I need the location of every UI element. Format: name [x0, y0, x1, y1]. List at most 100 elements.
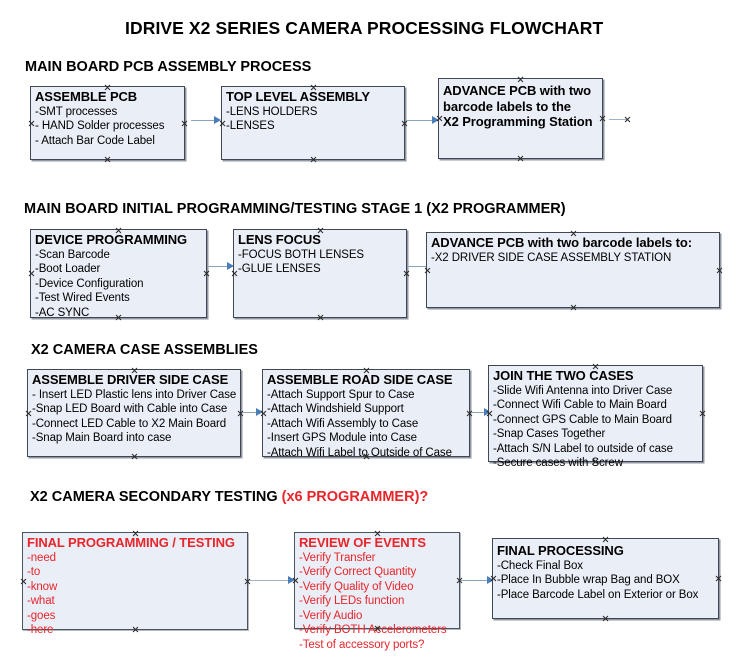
flow-box-title: ASSEMBLE ROAD SIDE CASE: [267, 372, 453, 387]
flow-box-item: - HAND Solder processes: [35, 120, 165, 132]
flow-box-final-processing[interactable]: FINAL PROCESSING -Check Final Box -Place…: [492, 538, 719, 619]
flow-box-title: FINAL PROCESSING: [497, 543, 624, 558]
connection-handle-left[interactable]: [28, 120, 35, 127]
flow-box-item: -Attach Wifi Label to Outside of Case: [267, 446, 452, 459]
flow-box-final-programming-testing[interactable]: FINAL PROGRAMMING / TESTING -need -to -k…: [20, 532, 248, 636]
connection-handle-bottom[interactable]: [317, 314, 324, 321]
connector-arrow: [256, 408, 263, 416]
flow-box-item: - Attach Bar Code Label: [35, 134, 155, 147]
section-heading-x2-camera-case-assemblies: X2 CAMERA CASE ASSEMBLIES: [31, 342, 258, 358]
connection-handle-left[interactable]: [20, 578, 27, 585]
connection-handle-bottom[interactable]: [517, 155, 524, 162]
flow-box-lens-focus[interactable]: LENS FOCUS -FOCUS BOTH LENSES -GLUE LENS…: [233, 229, 407, 318]
flow-box-content: TOP LEVEL ASSEMBLY -LENS HOLDERS -LENSES: [226, 89, 402, 134]
flow-box-item: -Verify Transfer: [299, 551, 376, 564]
connector-line: [461, 580, 490, 581]
connector-arrow: [487, 576, 494, 584]
connection-handle-bottom[interactable]: [570, 304, 577, 311]
flow-box-item: -Slide Wifi Antenna into Driver Case: [493, 384, 673, 397]
section-heading-accent: (x6 PROGRAMMER)?: [281, 489, 429, 505]
connection-handle-left[interactable]: [28, 270, 35, 277]
section-heading-text: X2 CAMERA SECONDARY TESTING: [30, 489, 282, 505]
flow-box-device-programming[interactable]: DEVICE PROGRAMMING -Scan Barcode -Boot L…: [28, 229, 207, 320]
flow-box-item: -Attach S/N Label to outside of case: [493, 442, 673, 455]
flow-box-title: ASSEMBLE PCB: [35, 89, 138, 104]
flow-box-advance-pcb-driver-side-case[interactable]: ADVANCE PCB with two barcode labels to: …: [426, 232, 720, 308]
connection-handle-bottom[interactable]: [310, 156, 317, 163]
section-heading-text: MAIN BOARD PCB ASSEMBLY PROCESS: [25, 59, 312, 75]
flow-box-content: REVIEW OF EVENTS -Verify Transfer -Verif…: [299, 535, 457, 652]
flow-box-title: LENS FOCUS: [238, 232, 321, 247]
flow-box-assemble-driver-side-case[interactable]: ASSEMBLE DRIVER SIDE CASE - Insert LED P…: [27, 369, 241, 457]
section-heading-main-board-initial-programming: MAIN BOARD INITIAL PROGRAMMING/TESTING S…: [24, 201, 566, 217]
flow-box-item: -GLUE LENSES: [238, 263, 321, 275]
connection-handle-top[interactable]: [517, 76, 524, 83]
flow-box-item: -FOCUS BOTH LENSES: [238, 248, 364, 261]
flow-box-item: -LENS HOLDERS: [226, 105, 318, 118]
flow-box-content: FINAL PROCESSING -Check Final Box -Place…: [497, 543, 716, 602]
section-heading-x2-camera-secondary-testing: X2 CAMERA SECONDARY TESTING (x6 PROGRAMM…: [30, 489, 428, 505]
flow-box-item: -need: [27, 551, 56, 564]
flow-box-item: -Attach Support Spur to Case: [267, 388, 415, 401]
flow-box-item: -Snap LED Board with Cable into Case: [32, 403, 228, 415]
connection-handle-bottom[interactable]: [104, 156, 111, 163]
flow-box-item: -LENSES: [226, 120, 275, 132]
flow-box-item: -Device Configuration: [35, 277, 144, 290]
flow-box-content: ADVANCE PCB with two barcode labels to: …: [431, 235, 717, 265]
flow-box-content: FINAL PROGRAMMING / TESTING -need -to -k…: [27, 535, 245, 638]
flow-box-item: -X2 DRIVER SIDE CASE ASSEMBLY STATION: [431, 251, 672, 264]
section-heading-text: X2 CAMERA CASE ASSEMBLIES: [31, 342, 258, 358]
flow-box-item: -Verify Quality of Video: [299, 580, 414, 593]
flow-box-item: -Boot Loader: [35, 263, 101, 275]
connector-line: [208, 266, 230, 267]
connector-arrow: [227, 262, 234, 270]
connection-handle-bottom[interactable]: [602, 615, 609, 622]
flow-box-item: -goes: [27, 609, 56, 622]
section-heading-text: MAIN BOARD INITIAL PROGRAMMING/TESTING S…: [24, 201, 566, 217]
flow-box-title: FINAL PROGRAMMING / TESTING: [27, 535, 235, 550]
flow-box-item: -know: [27, 580, 58, 593]
flow-box-item: -AC SYNC: [35, 306, 90, 319]
flow-box-content: JOIN THE TWO CASES -Slide Wifi Antenna i…: [493, 368, 700, 471]
flow-box-item: -Verify Correct Quantity: [299, 566, 417, 578]
flow-box-item: -Place In Bubble wrap Bag and BOX: [497, 574, 680, 586]
flow-box-item: -Insert GPS Module into Case: [267, 432, 417, 444]
connector-line: [191, 120, 216, 121]
connector-line: [242, 412, 260, 413]
connector-line: [408, 266, 430, 267]
flow-box-item: -Secure cases with Screw: [493, 457, 623, 469]
connection-handle-top[interactable]: [602, 536, 609, 543]
flow-box-item: -what: [27, 595, 55, 607]
flow-box-join-the-two-cases[interactable]: JOIN THE TWO CASES -Slide Wifi Antenna i…: [488, 365, 703, 469]
connector-line: [406, 120, 434, 121]
flow-box-assemble-pcb[interactable]: ASSEMBLE PCB -SMT processes - HAND Solde…: [30, 86, 185, 160]
flow-box-item: -Test Wired Events: [35, 292, 130, 304]
flow-box-item: -Scan Barcode: [35, 248, 110, 261]
connector-arrow: [432, 116, 439, 124]
flow-box-top-level-assembly[interactable]: TOP LEVEL ASSEMBLY -LENS HOLDERS -LENSES: [221, 86, 405, 160]
flow-box-item: -here: [27, 624, 54, 636]
flow-box-title: DEVICE PROGRAMMING: [35, 232, 188, 247]
connection-handle-left[interactable]: [25, 410, 32, 417]
connector-stub: [249, 580, 293, 581]
flow-box-review-of-events[interactable]: REVIEW OF EVENTS -Verify Transfer -Verif…: [294, 532, 460, 651]
connection-handle-left[interactable]: [231, 270, 238, 277]
flow-box-item: - Insert LED Plastic lens into Driver Ca…: [32, 388, 237, 401]
connection-handle-left[interactable]: [424, 267, 431, 274]
flow-box-content: DEVICE PROGRAMMING -Scan Barcode -Boot L…: [35, 232, 204, 320]
connection-handle-right[interactable]: [716, 267, 723, 274]
flow-box-item: -Verify BOTH Accelerometers: [299, 624, 447, 636]
flow-box-title: ASSEMBLE DRIVER SIDE CASE: [32, 372, 229, 387]
flow-box-item: -Attach Windshield Support: [267, 403, 404, 415]
flow-box-item: -Verify Audio: [299, 609, 363, 622]
flow-box-assemble-road-side-case[interactable]: ASSEMBLE ROAD SIDE CASE -Attach Support …: [262, 369, 470, 459]
connector-stub: [609, 119, 627, 120]
section-heading-main-board-pcb-assembly: MAIN BOARD PCB ASSEMBLY PROCESS: [25, 59, 311, 75]
connection-handle-bottom[interactable]: [131, 453, 138, 460]
flow-box-item: -SMT processes: [35, 105, 118, 118]
flow-box-content: ASSEMBLE DRIVER SIDE CASE - Insert LED P…: [32, 372, 238, 446]
flow-box-content: ASSEMBLE PCB -SMT processes - HAND Solde…: [35, 89, 182, 148]
